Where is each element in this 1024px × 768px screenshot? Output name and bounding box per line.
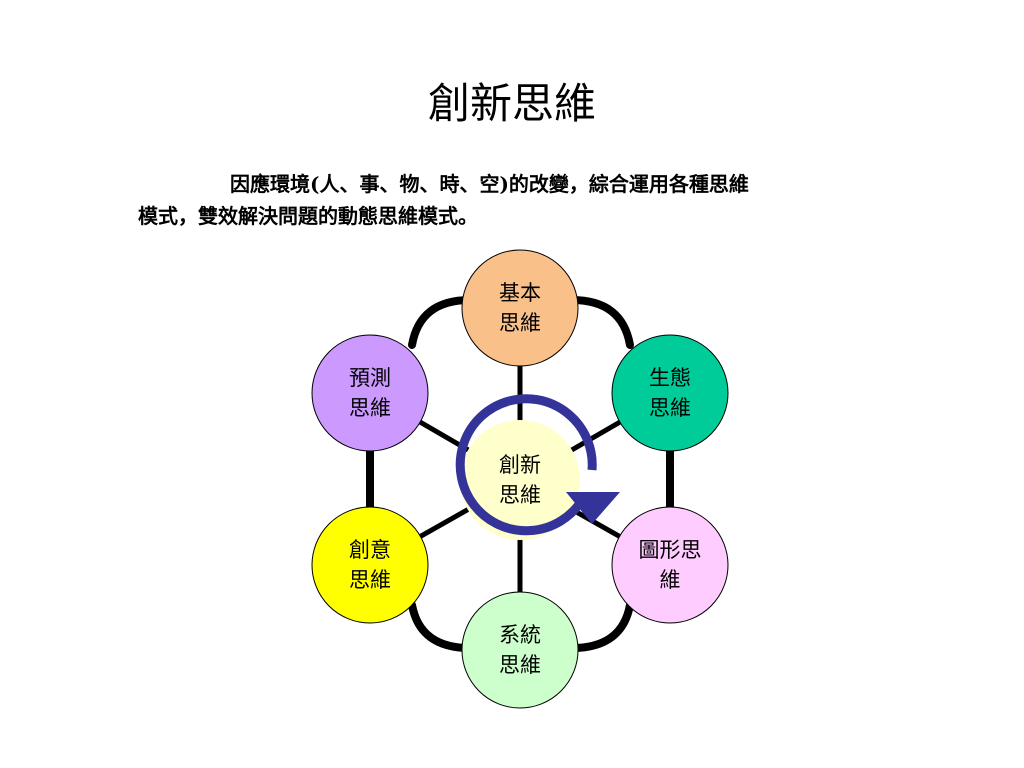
center-node-label-line: 創新 bbox=[499, 453, 541, 477]
description-line-1: 因應環境(人、事、物、時、空)的改變，綜合運用各種思維 bbox=[230, 172, 749, 196]
node-label-line: 圖形思 bbox=[639, 538, 702, 562]
node-label-line: 基本 bbox=[499, 281, 541, 305]
center-node-label: 創新思維 bbox=[499, 453, 541, 507]
center-node: 創新思維 bbox=[460, 420, 580, 540]
node-prediction: 預測思維 bbox=[311, 334, 429, 452]
node-label-line: 創意 bbox=[349, 538, 391, 562]
ring-connector-0 bbox=[408, 296, 474, 349]
cycle-arrow-arc bbox=[455, 394, 597, 536]
node-label-line: 系統 bbox=[499, 623, 541, 647]
node-creative-circle bbox=[311, 506, 429, 624]
node-label-line: 思維 bbox=[649, 396, 691, 420]
node-label-line: 思維 bbox=[349, 396, 391, 420]
node-ecology-label: 生態思維 bbox=[649, 366, 691, 420]
ring-connectors bbox=[366, 296, 674, 652]
cycle-arrow-icon bbox=[455, 394, 620, 536]
node-system: 系統思維 bbox=[461, 591, 579, 709]
description-text: 因應環境(人、事、物、時、空)的改變，綜合運用各種思維 模式，雙效解決問題的動態… bbox=[138, 168, 908, 232]
ring-connector-4 bbox=[408, 601, 474, 652]
center-node-label-line: 思維 bbox=[499, 483, 541, 507]
node-graphic: 圖形思維 bbox=[611, 506, 729, 624]
node-creative-label: 創意思維 bbox=[349, 538, 391, 592]
node-basic-label: 基本思維 bbox=[499, 281, 541, 335]
center-node-circle bbox=[460, 420, 580, 540]
node-prediction-circle bbox=[311, 334, 429, 452]
node-graphic-circle bbox=[611, 506, 729, 624]
node-system-circle bbox=[461, 591, 579, 709]
node-system-label: 系統思維 bbox=[499, 623, 541, 677]
node-label-line: 思維 bbox=[499, 653, 541, 677]
node-label-line: 思維 bbox=[349, 568, 391, 592]
node-ecology-circle bbox=[611, 334, 729, 452]
node-basic-circle bbox=[461, 249, 579, 367]
node-creative: 創意思維 bbox=[311, 506, 429, 624]
node-label-line: 預測 bbox=[349, 366, 391, 390]
node-basic: 基本思維 bbox=[461, 249, 579, 367]
cycle-arrow-head bbox=[566, 492, 620, 524]
ring-connector-3 bbox=[568, 601, 634, 652]
node-prediction-label: 預測思維 bbox=[349, 366, 391, 420]
ring-connector-1 bbox=[568, 296, 634, 349]
description-line-2: 模式，雙效解決問題的動態思維模式。 bbox=[138, 204, 478, 228]
node-label-line: 生態 bbox=[649, 366, 691, 390]
node-graphic-label: 圖形思維 bbox=[639, 538, 702, 592]
node-label-line: 思維 bbox=[499, 311, 541, 335]
page-title: 創新思維 bbox=[427, 79, 596, 128]
node-ecology: 生態思維 bbox=[611, 334, 729, 452]
node-label-line: 維 bbox=[660, 568, 681, 592]
